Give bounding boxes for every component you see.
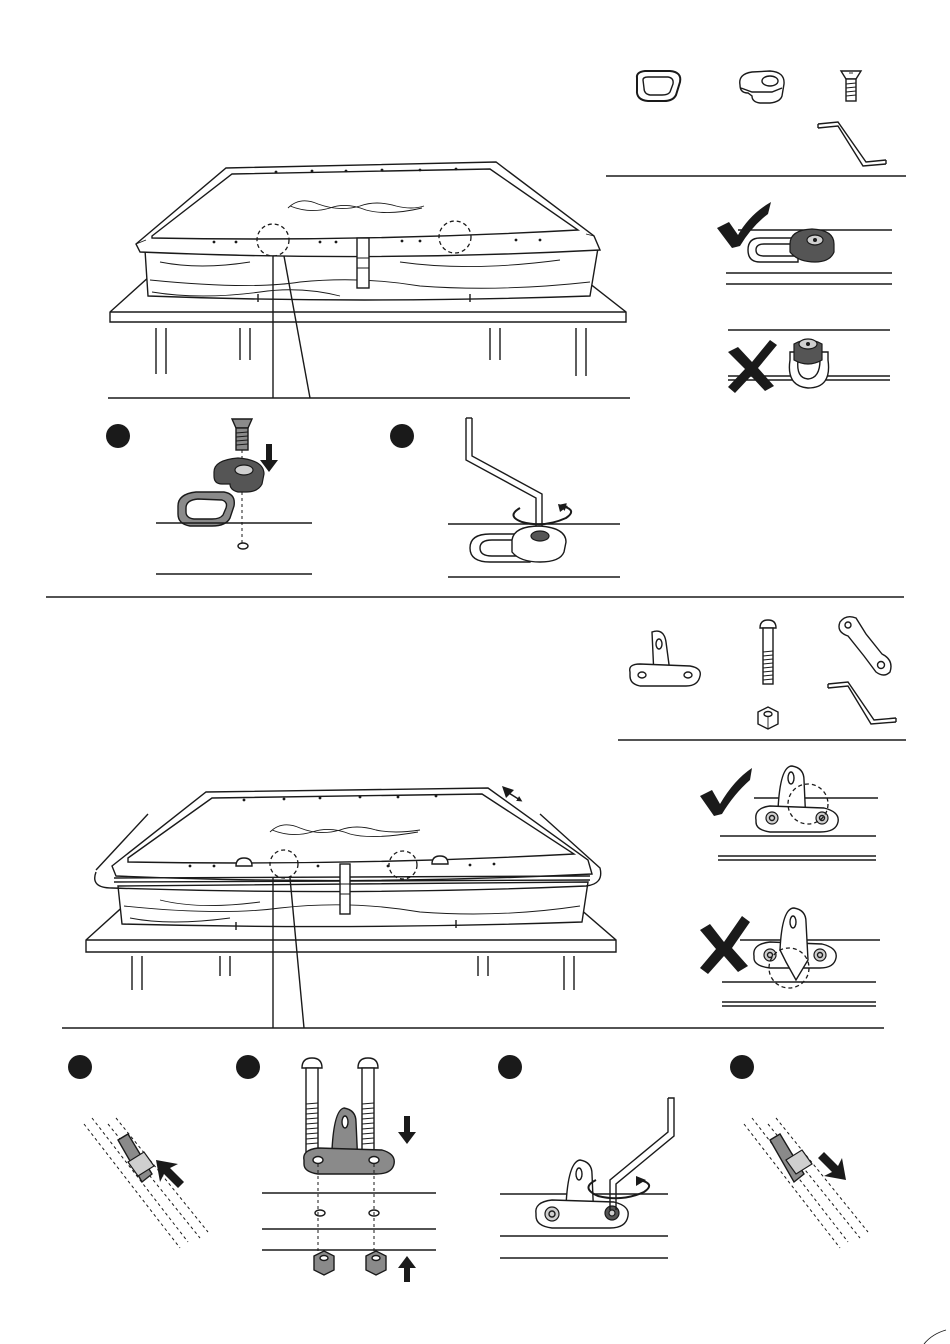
wrench-icon <box>839 617 891 675</box>
bolt-icon <box>358 1058 378 1152</box>
step-1-dot <box>68 1055 92 1079</box>
bolt-icon <box>302 1058 322 1152</box>
page-corner <box>924 1330 946 1344</box>
nut-icon <box>366 1251 386 1275</box>
hex-key-icon <box>466 418 542 536</box>
ring-clip-icon <box>790 229 834 262</box>
nut-icon <box>314 1251 334 1275</box>
bottom-step-1 <box>68 1055 208 1248</box>
nut-icon <box>758 707 778 729</box>
top-bed-illustration <box>108 162 630 398</box>
check-icon <box>700 768 752 816</box>
ring-clip-icon <box>740 71 784 103</box>
arrow-up-icon <box>398 1256 416 1282</box>
top-step-1 <box>106 419 312 574</box>
d-ring-icon <box>637 71 680 101</box>
arrow-down-icon <box>398 1116 416 1144</box>
bottom-parts-panel <box>618 617 906 740</box>
top-parts-panel <box>606 71 906 176</box>
step-3-dot <box>498 1055 522 1079</box>
cross-icon <box>728 340 777 393</box>
bolt-icon <box>760 620 776 684</box>
bottom-wrong-example <box>700 908 880 1006</box>
step-1-dot <box>106 424 130 448</box>
hex-key-icon <box>828 682 896 724</box>
bracket-icon <box>630 631 701 686</box>
top-wrong-example <box>728 330 890 393</box>
step-2-dot <box>390 424 414 448</box>
hex-key-icon <box>818 122 886 166</box>
arrow-up-left-icon <box>156 1160 184 1188</box>
bottom-correct-example <box>700 766 878 860</box>
bottom-step-3 <box>498 1055 674 1258</box>
bottom-step-2 <box>236 1055 436 1282</box>
screw-icon <box>232 419 252 450</box>
cross-icon <box>700 916 750 974</box>
top-step-2 <box>390 418 620 577</box>
screw-icon <box>841 71 861 101</box>
zipper-icon <box>744 1118 868 1248</box>
step-2-dot <box>236 1055 260 1079</box>
step-4-dot <box>730 1055 754 1079</box>
bottom-step-4 <box>730 1055 868 1248</box>
ring-clip-icon <box>214 458 264 492</box>
zipper-icon <box>84 1118 208 1248</box>
top-correct-example <box>717 202 892 284</box>
